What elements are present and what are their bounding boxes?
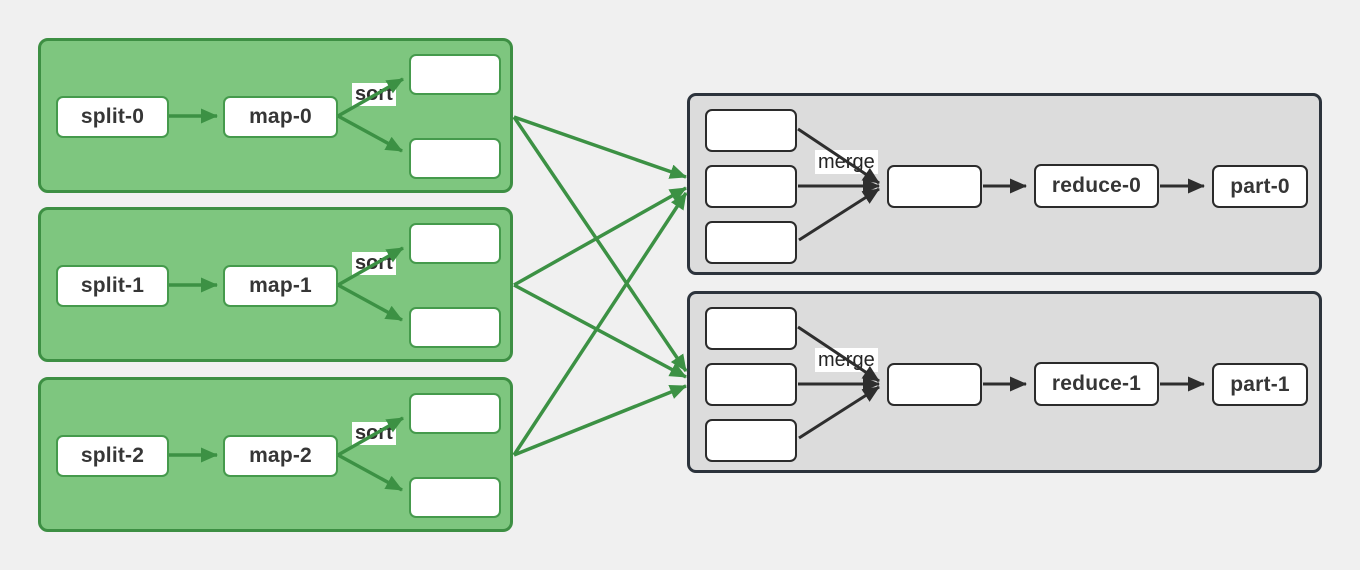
sort-output-slot: [409, 393, 501, 434]
map-node: map-2: [223, 435, 338, 477]
map-task-group-1: split-1 map-1 sort: [38, 207, 513, 362]
part-node: part-1: [1212, 363, 1308, 406]
shuffle-arrows: [512, 115, 688, 457]
map-internal-arrows: [169, 77, 404, 492]
merge-input-arrow-0c: [798, 187, 880, 242]
map-to-sort-bottom-arrow-1: [337, 283, 403, 322]
reduce-node: reduce-1: [1034, 362, 1159, 406]
sort-output-slot: [409, 138, 501, 179]
sort-output-slot: [409, 477, 501, 518]
shuffle-arrow-map1-reduce0: [513, 186, 687, 287]
split-node: split-2: [56, 435, 169, 477]
reduce-internal-arrows: [797, 127, 1205, 440]
merged-slot: [887, 363, 982, 406]
reduce-task-group-0: merge reduce-0 part-0: [687, 93, 1322, 275]
sort-output-slot: [409, 54, 501, 95]
map-node: map-0: [223, 96, 338, 138]
merge-input-slot: [705, 109, 797, 152]
merge-input-slot: [705, 221, 797, 264]
split-node: split-0: [56, 96, 169, 138]
merge-input-arrow-1a: [797, 325, 880, 383]
shuffle-arrow-map0-reduce0: [513, 115, 687, 179]
merge-input-slot: [705, 419, 797, 462]
part-node: part-0: [1212, 165, 1308, 208]
map-node: map-1: [223, 265, 338, 307]
reduce-task-group-1: merge reduce-1 part-1: [687, 291, 1322, 473]
shuffle-arrow-map1-reduce1: [513, 283, 687, 379]
merge-input-slot: [705, 363, 797, 406]
map-task-group-2: split-2 map-2 sort: [38, 377, 513, 532]
shuffle-arrow-map2-reduce0: [512, 192, 688, 456]
sort-output-slot: [409, 307, 501, 348]
sort-output-slot: [409, 223, 501, 264]
merge-input-slot: [705, 165, 797, 208]
map-to-sort-top-arrow-1: [337, 246, 404, 287]
merge-input-slot: [705, 307, 797, 350]
map-to-sort-bottom-arrow-0: [337, 114, 403, 153]
merge-input-arrow-0a: [797, 127, 880, 185]
map-task-group-0: split-0 map-0 sort: [38, 38, 513, 193]
merged-slot: [887, 165, 982, 208]
merge-input-arrow-1c: [798, 385, 880, 440]
map-to-sort-top-arrow-2: [337, 416, 404, 457]
map-to-sort-bottom-arrow-2: [337, 453, 403, 492]
reduce-node: reduce-0: [1034, 164, 1159, 208]
shuffle-arrow-map0-reduce1: [512, 116, 688, 372]
split-node: split-1: [56, 265, 169, 307]
shuffle-arrow-map2-reduce1: [513, 384, 687, 457]
map-to-sort-top-arrow-0: [337, 77, 404, 118]
